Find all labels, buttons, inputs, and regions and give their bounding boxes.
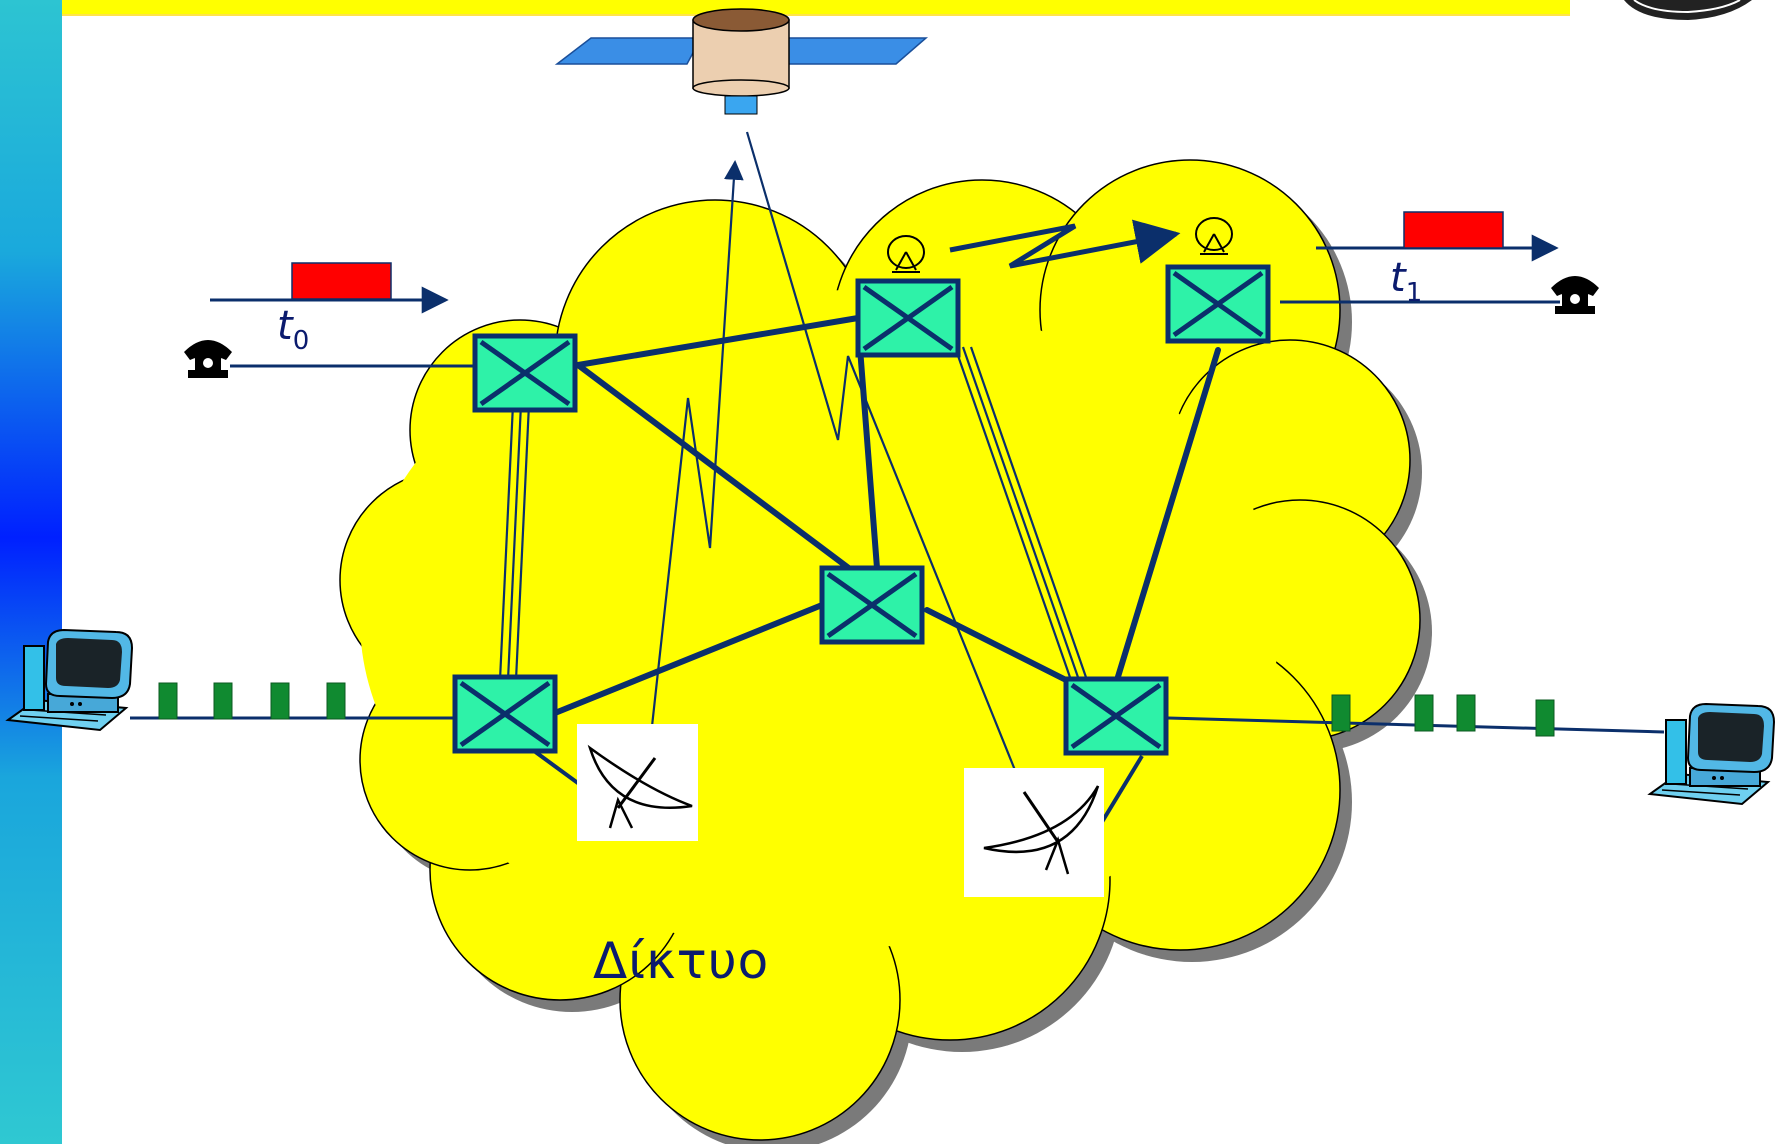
circuit-timeline-right [1316, 211, 1559, 262]
computer-icon [1649, 703, 1775, 805]
switch-icon [475, 336, 575, 410]
timeline-label-t1: t1 [1390, 255, 1423, 308]
timeline-label-t0: t0 [277, 303, 310, 356]
telephone-icon [1551, 276, 1599, 314]
computer-icon [7, 629, 133, 731]
switch-icon [455, 677, 555, 751]
trunk-links [552, 315, 1221, 716]
wireless-links [644, 131, 1028, 797]
multi-line-links [498, 346, 1090, 684]
switch-icon [858, 281, 958, 355]
telephone-icon [184, 340, 232, 378]
switch-icon [1168, 267, 1268, 341]
logo-emblem [1624, 0, 1752, 20]
packet-stream-left [158, 682, 346, 720]
microwave-relay [949, 219, 1181, 269]
dish-antenna-icon [1195, 217, 1233, 255]
circuit-timeline-left [210, 262, 449, 314]
title-bar-strip [62, 0, 1570, 14]
side-gradient-bar [0, 0, 62, 1144]
packet-stream-right [1331, 694, 1555, 737]
dish-antenna-icon [577, 724, 698, 841]
title-bar-edge [62, 14, 1570, 16]
switch-icon [1066, 679, 1166, 753]
dish-antenna-icon [887, 235, 925, 273]
dish-antenna-icon [964, 768, 1104, 897]
network-label: Δίκτυο [593, 932, 770, 990]
switch-icon [822, 568, 922, 642]
satellite-icon [554, 8, 929, 115]
